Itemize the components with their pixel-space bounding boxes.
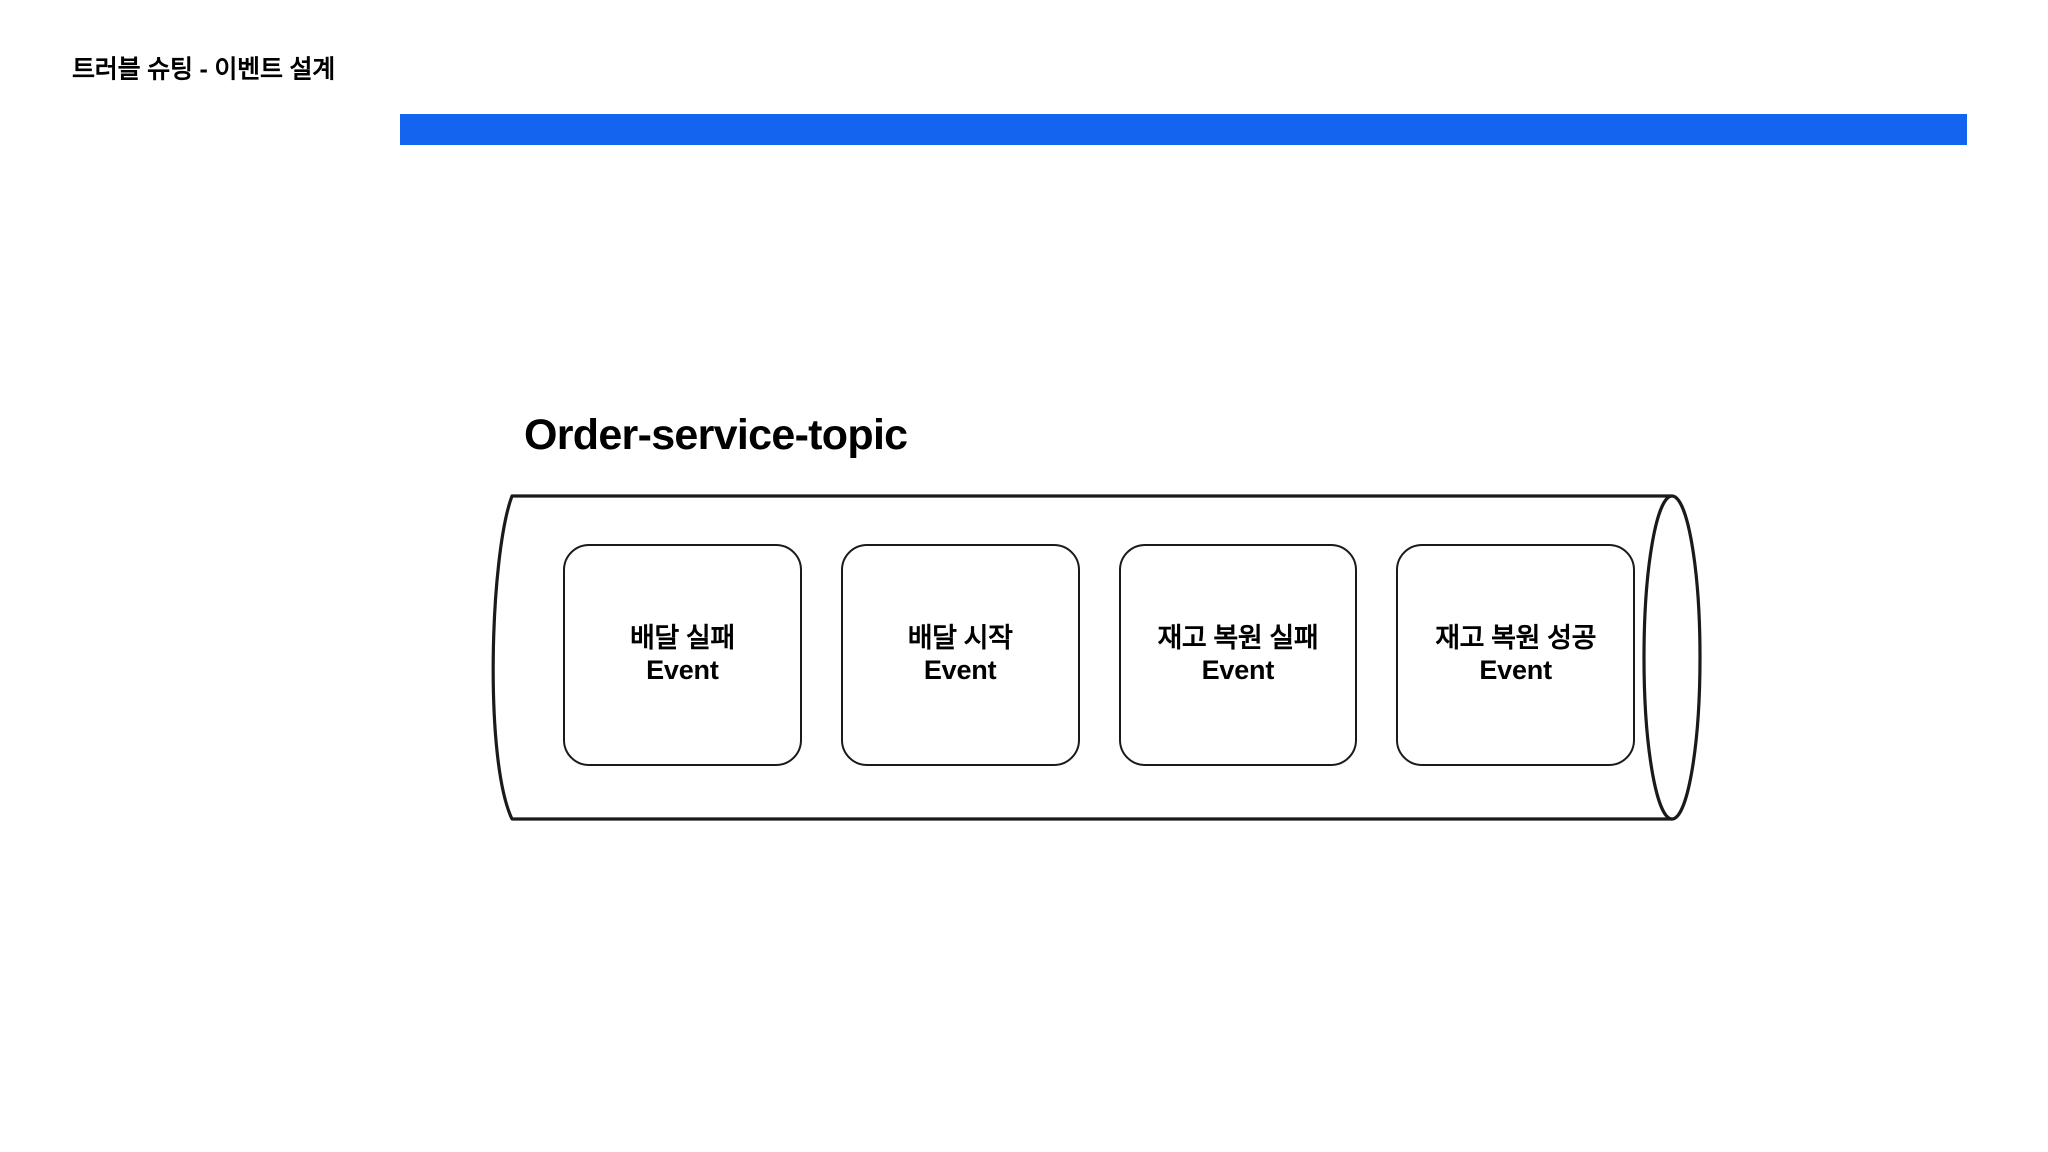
- event-box-title: 재고 복원 성공: [1435, 623, 1597, 654]
- event-box-title: 재고 복원 실패: [1157, 623, 1319, 654]
- event-box-row: 배달 실패 Event 배달 시작 Event 재고 복원 실패 Event 재…: [563, 544, 1635, 766]
- event-box-kind: Event: [923, 655, 997, 685]
- event-box[interactable]: 배달 시작 Event: [840, 544, 1080, 766]
- topic-title: Order-service-topic: [524, 411, 908, 459]
- event-box-kind: Event: [646, 655, 719, 685]
- event-box[interactable]: 재고 복원 실패 Event: [1118, 544, 1358, 766]
- event-box-kind: Event: [1479, 655, 1552, 685]
- event-box[interactable]: 배달 실패 Event: [563, 544, 802, 766]
- event-box-title: 배달 실패: [629, 623, 735, 654]
- event-box[interactable]: 재고 복원 성공 Event: [1396, 544, 1635, 766]
- event-box-title: 배달 시작: [907, 623, 1013, 654]
- slide-header: 트러블 슈팅 - 이벤트 설계: [0, 48, 2048, 145]
- event-box-kind: Event: [1201, 655, 1275, 685]
- header-accent-bar: [400, 114, 1967, 145]
- cylinder-cap-ellipse: [1642, 494, 1702, 821]
- page-title: 트러블 슈팅 - 이벤트 설계: [72, 55, 336, 84]
